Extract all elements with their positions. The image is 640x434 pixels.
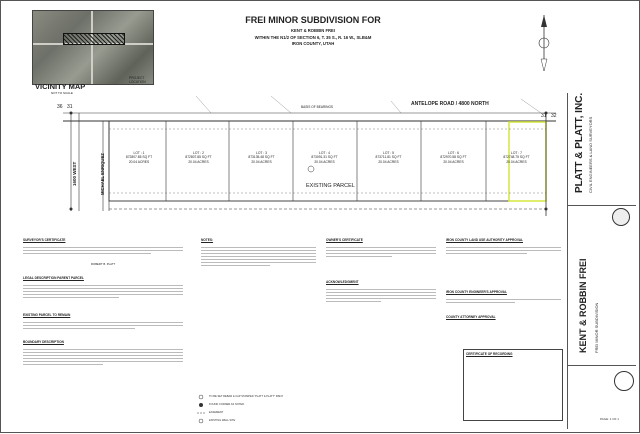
north-arrow-icon — [538, 15, 550, 72]
county-line: IRON COUNTY, UTAH — [291, 41, 335, 46]
legend-item-well-site: EXISTING WELL SITE — [209, 419, 236, 422]
boundary-description-heading: BOUNDARY DESCRIPTION — [23, 340, 64, 344]
surveyor-certificate-text — [23, 245, 183, 256]
engineer-approval-heading: IRON COUNTY ENGINEER'S APPROVAL — [446, 290, 507, 294]
attorney-approval-heading: COUNTY ATTORNEY APPROVAL — [446, 315, 496, 319]
legend-symbols — [197, 394, 205, 424]
project-name: FREI MINOR SUBDIVISION — [594, 302, 599, 353]
acknowledgment-heading: ACKNOWLEDGMENT — [326, 280, 359, 284]
boundary-description-text — [23, 347, 183, 367]
existing-parcel-heading: EXISTING PARCEL TO REMAIN — [23, 313, 71, 317]
section-number: 36 — [57, 104, 63, 110]
legend-item-found-corner: FOUND CORNER AS NOTED — [209, 403, 245, 406]
recording-heading: CERTIFICATE OF RECORDING — [466, 352, 513, 356]
client-name: KENT & ROBBIN FREI — [578, 258, 588, 354]
firm-logo-icon — [612, 208, 630, 226]
project-location-label: PROJECT LOCATION — [129, 76, 146, 84]
legal-description-heading: LEGAL DESCRIPTION PARENT PARCEL — [23, 276, 84, 280]
existing-parcel-label: EXISTING PARCEL — [306, 183, 355, 189]
owners-line: KENT & ROBBIN FREI — [291, 28, 335, 33]
existing-parcel-text — [23, 320, 183, 331]
surveyor-seal-icon — [614, 371, 634, 391]
map-road-vertical — [91, 11, 93, 84]
section-number: 31 — [67, 104, 73, 110]
location-line: WITHIN THE N1/2 OF SECTION 6, T. 35 S., … — [254, 35, 372, 40]
surveyor-name: ROBERT B. PLATT — [91, 262, 116, 266]
county-approval-heading: IRON COUNTY LAND USE AUTHORITY APPROVAL — [446, 238, 523, 242]
legal-description-text — [23, 283, 183, 300]
page-title: FREI MINOR SUBDIVISION FOR — [245, 15, 381, 25]
notes-text — [201, 245, 316, 268]
notes-heading: NOTES: — [201, 238, 214, 242]
firm-name: PLATT & PLATT, INC. — [574, 92, 585, 193]
not-to-scale-note: NOT TO SCALE — [51, 91, 73, 95]
surveyor-certificate-heading: SURVEYOR'S CERTIFICATE — [23, 238, 66, 242]
project-site-marker — [63, 33, 125, 45]
antelope-road-label: ANTELOPE ROAD / 4800 NORTH — [411, 101, 489, 107]
county-approval-text — [446, 245, 561, 256]
michael-enriquez-label: MICHAEL ENRIQUEZ — [100, 153, 105, 195]
recording-box — [463, 349, 563, 421]
acknowledgment-text — [326, 287, 436, 304]
legend-item-rebar: TO BE SET REBAR & CAP STAMPED "PLATT & P… — [209, 395, 284, 398]
owners-certificate-text — [326, 245, 436, 259]
engineer-approval-text — [446, 297, 561, 305]
owners-certificate-heading: OWNER'S CERTIFICATE — [326, 238, 363, 242]
basis-of-bearings-label: BASIS OF BEARINGS — [301, 105, 334, 109]
legend-item-easement: EASEMENT — [209, 411, 224, 414]
vicinity-map — [32, 10, 154, 85]
section-number: 31 — [541, 113, 547, 119]
vicinity-map-title: VICINITY MAP — [35, 82, 86, 91]
section-number: 32 — [551, 113, 557, 119]
1600-west-label: 1600 WEST — [72, 161, 77, 186]
sheet-number: PAGE: 1 OF 1 — [600, 417, 619, 421]
firm-subtitle: CIVIL ENGINEERS & LAND SURVEYORS — [588, 116, 593, 193]
title-block: PLATT & PLATT, INC. CIVIL ENGINEERS & LA… — [567, 93, 636, 429]
